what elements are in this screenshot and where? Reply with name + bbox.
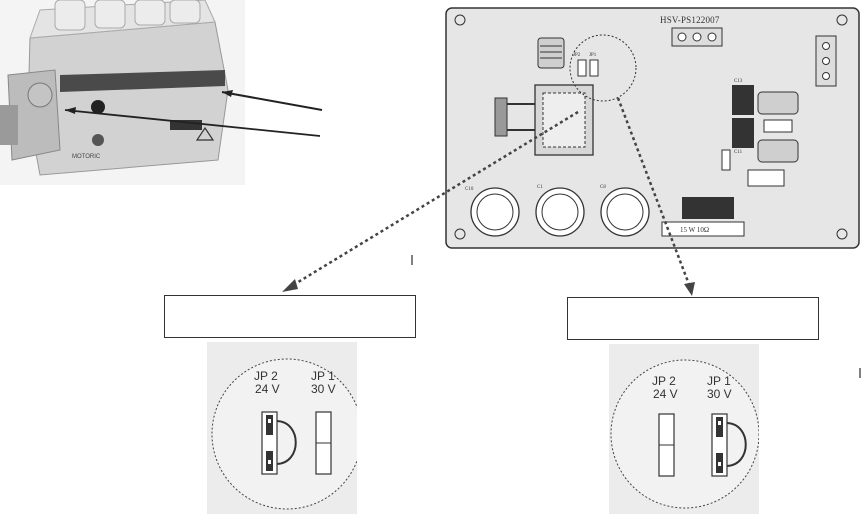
left-jp1-voltage: 30 V [311,382,336,396]
jumper-panel-left: JP 2 24 V JP 1 30 V [207,342,363,514]
right-jp2-voltage: 24 V [653,387,678,401]
right-jp1-voltage: 30 V [707,387,732,401]
board-label-jp1: JP1 [589,53,597,58]
device-brand-label: MOTORIC [72,154,101,160]
label-box-left [164,295,416,338]
board-label-jp2: JP2 [573,53,581,58]
board-label-c11: C11 [734,150,743,155]
right-jp1-name: JP 1 [707,374,731,388]
label-box-right [567,297,819,340]
circuit-board: JP2 JP1 C13 C10 C1 C8 C11 15 W 10Ω [445,7,860,249]
jumper-panel-right: JP 2 24 V JP 1 30 V [609,344,760,514]
board-label-c8: C8 [600,185,606,190]
board-model-title: HSV-PS122007 [660,15,720,25]
jumper-detail-right: JP 2 24 V JP 1 30 V [610,359,760,509]
board-label-c1: C1 [537,185,543,190]
board-label-c10: C10 [465,187,474,192]
left-jp1-name: JP 1 [311,369,335,383]
device-illustration: MOTORIC [0,0,323,185]
board-label-c13: C13 [734,79,743,84]
right-jp2-name: JP 2 [652,374,676,388]
board-resistor-label: 15 W 10Ω [680,226,709,234]
jumper-detail-left: JP 2 24 V JP 1 30 V [211,358,363,510]
left-jp2-voltage: 24 V [255,382,280,396]
left-jp2-name: JP 2 [254,369,278,383]
